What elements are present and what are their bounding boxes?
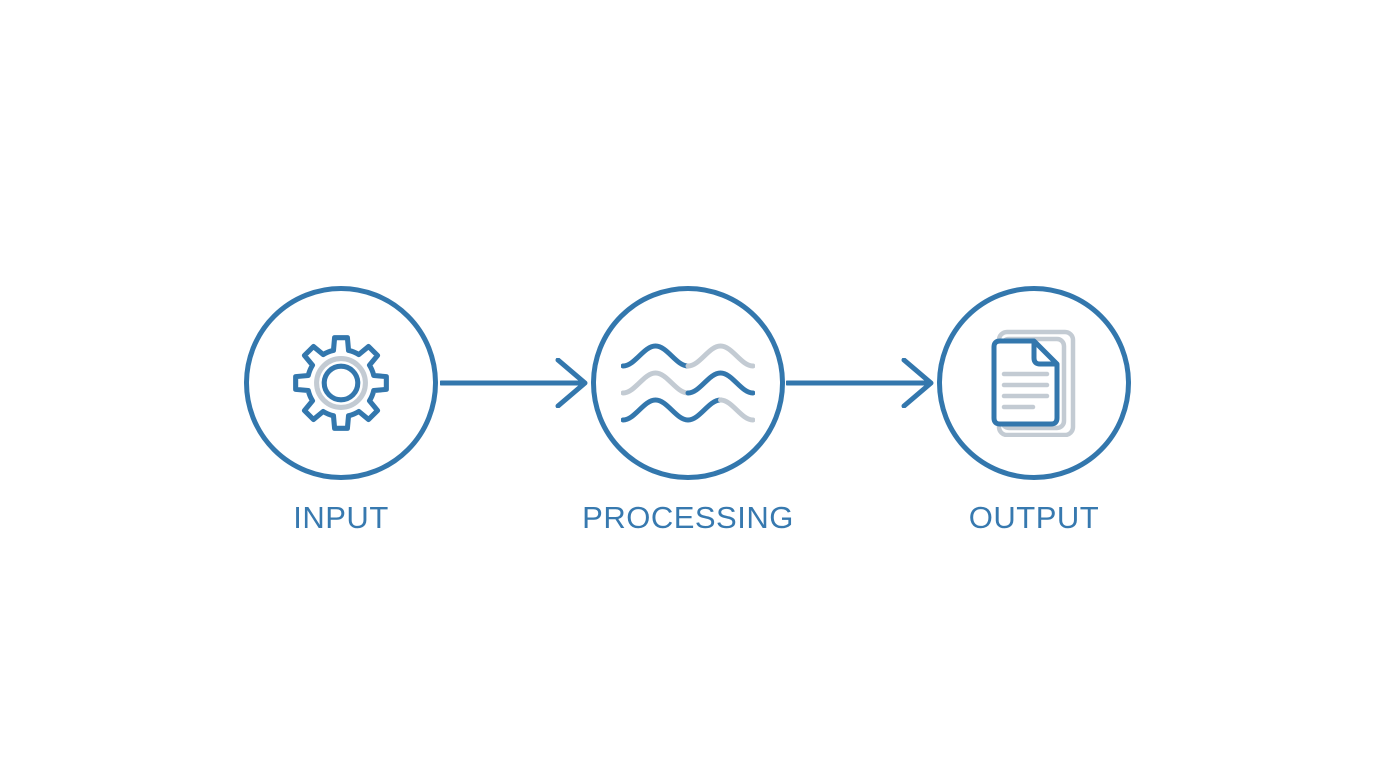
arrow-input-to-processing-icon bbox=[440, 358, 588, 408]
waves-icon bbox=[621, 342, 755, 424]
input-label: INPUT bbox=[293, 500, 389, 535]
processing-node-circle bbox=[591, 286, 785, 480]
output-node-circle bbox=[937, 286, 1131, 480]
processing-label: PROCESSING bbox=[582, 500, 794, 535]
gear-icon bbox=[280, 322, 402, 444]
arrow-processing-to-output-icon bbox=[786, 358, 934, 408]
input-node-circle bbox=[244, 286, 438, 480]
documents-icon bbox=[991, 329, 1077, 437]
output-label: OUTPUT bbox=[968, 500, 1100, 535]
